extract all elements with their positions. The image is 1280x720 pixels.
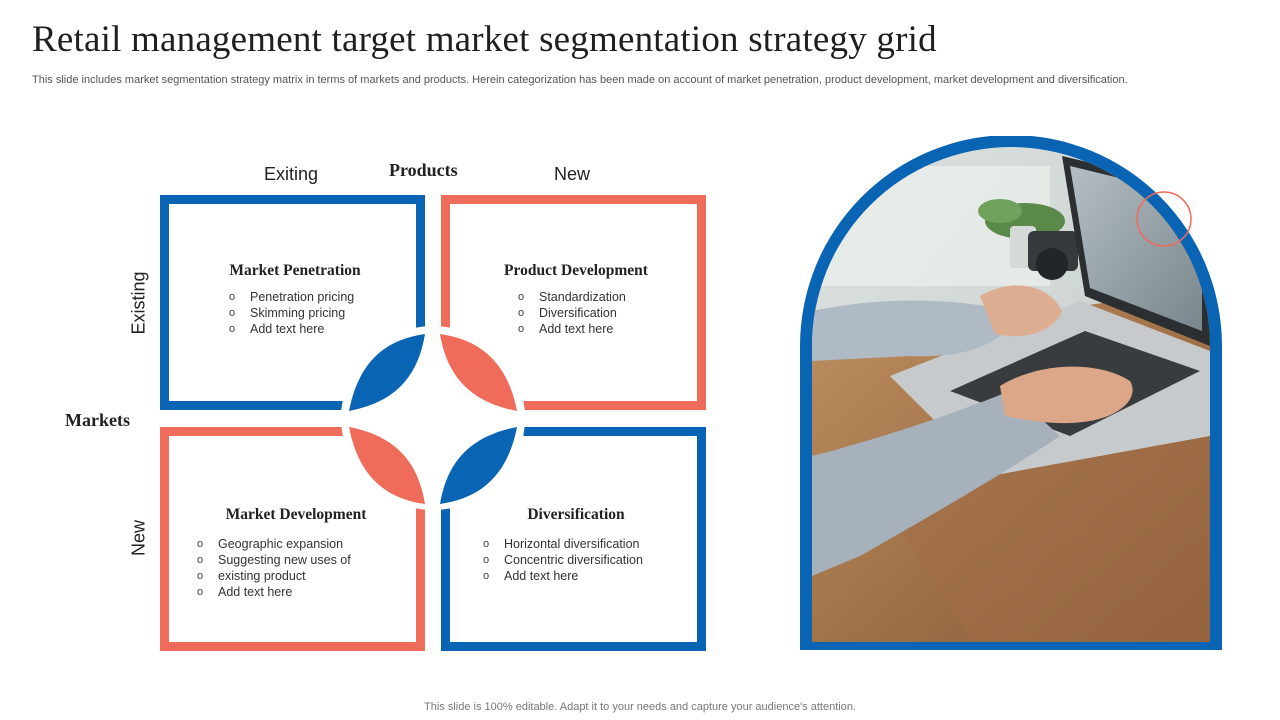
list-item: Add text here <box>483 568 643 584</box>
petal-bottom-left-icon <box>349 427 425 504</box>
quadrant-title-market-development: Market Development <box>225 506 367 523</box>
quadrant-title-market-penetration: Market Penetration <box>229 262 361 279</box>
list-item: Add text here <box>229 321 354 337</box>
list-item: Add text here <box>518 321 626 337</box>
page-title: Retail management target market segmenta… <box>32 19 937 60</box>
quadrant-title-diversification: Diversification <box>527 506 625 523</box>
center-white-disc <box>341 326 525 510</box>
products-new-label: New <box>554 164 591 184</box>
product-development-list: Standardization Diversification Add text… <box>518 289 626 337</box>
market-development-list: Geographic expansion Suggesting new uses… <box>197 536 351 600</box>
page-subtitle: This slide includes market segmentation … <box>32 74 1128 86</box>
list-item: Add text here <box>197 584 351 600</box>
laptop-typing-photo <box>800 136 1222 650</box>
markets-existing-label: Existing <box>128 271 149 335</box>
petal-top-right-icon <box>440 334 517 411</box>
decorative-ring-icon <box>1136 191 1192 247</box>
footer-note: This slide is 100% editable. Adapt it to… <box>424 701 856 713</box>
quadrant-title-product-development: Product Development <box>504 262 648 279</box>
products-existing-label: Exiting <box>264 164 319 184</box>
quadrant-market-penetration <box>160 195 425 410</box>
list-item: Horizontal diversification <box>483 536 643 552</box>
markets-new-label: New <box>128 519 149 557</box>
list-item: Concentric diversification <box>483 552 643 568</box>
list-item: Geographic expansion <box>197 536 351 552</box>
market-penetration-list: Penetration pricing Skimming pricing Add… <box>229 289 354 337</box>
list-item: existing product <box>197 568 351 584</box>
list-item: Skimming pricing <box>229 305 354 321</box>
products-axis-label: Products <box>389 160 458 180</box>
list-item: Penetration pricing <box>229 289 354 305</box>
list-item: Standardization <box>518 289 626 305</box>
diversification-list: Horizontal diversification Concentric di… <box>483 536 643 584</box>
petal-bottom-right-icon <box>440 427 517 504</box>
center-petal-graphic <box>341 326 525 510</box>
markets-axis-label: Markets <box>65 410 130 430</box>
petal-top-left-icon <box>349 334 425 411</box>
list-item: Suggesting new uses of <box>197 552 351 568</box>
list-item: Diversification <box>518 305 626 321</box>
